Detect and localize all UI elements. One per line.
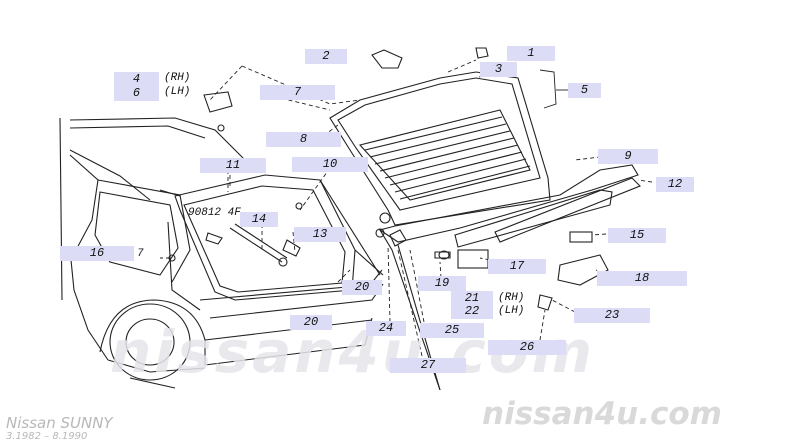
callout-19[interactable]: 19 — [418, 276, 466, 291]
callout-bracket — [539, 69, 568, 109]
side-label-rh-top: (RH) — [164, 72, 191, 84]
part-code-label: 90812 4F — [188, 207, 241, 219]
callout-21[interactable]: 21 — [451, 291, 493, 306]
callout-17[interactable]: 17 — [488, 259, 546, 274]
callout-3[interactable]: 3 — [480, 62, 517, 77]
side-label-lh-bottom: (LH) — [498, 305, 525, 317]
callout-7-small: 7 — [137, 248, 144, 260]
side-label-rh-bottom: (RH) — [498, 292, 525, 304]
callout-5[interactable]: 5 — [568, 83, 601, 98]
callout-15[interactable]: 15 — [608, 228, 666, 243]
callout-25[interactable]: 25 — [420, 323, 484, 338]
callout-23[interactable]: 23 — [574, 308, 650, 323]
model-name: Nissan SUNNY — [6, 414, 113, 432]
callout-24[interactable]: 24 — [366, 321, 406, 336]
callout-6[interactable]: 6 — [114, 86, 159, 101]
callout-1[interactable]: 1 — [507, 46, 555, 61]
callout-11[interactable]: 11 — [200, 158, 266, 173]
garnish-strips — [454, 177, 641, 311]
callout-27[interactable]: 27 — [390, 358, 466, 373]
callout-18[interactable]: 18 — [597, 271, 687, 286]
callout-14[interactable]: 14 — [240, 212, 278, 227]
brand-watermark: nissan4u.com — [482, 396, 722, 432]
car-body — [59, 117, 384, 389]
model-years: 3.1982 – 8.1990 — [6, 431, 88, 442]
callout-26[interactable]: 26 — [488, 340, 566, 355]
callout-20-lower[interactable]: 20 — [290, 315, 332, 330]
callout-7[interactable]: 7 — [260, 85, 335, 100]
small-parts — [168, 47, 489, 391]
callout-22[interactable]: 22 — [451, 304, 493, 319]
callout-16[interactable]: 16 — [60, 246, 134, 261]
callout-12[interactable]: 12 — [656, 177, 694, 192]
callout-4[interactable]: 4 — [114, 72, 159, 87]
callout-2[interactable]: 2 — [305, 49, 347, 64]
side-label-lh-top: (LH) — [164, 86, 191, 98]
callout-8[interactable]: 8 — [266, 132, 341, 147]
callout-20-upper[interactable]: 20 — [342, 280, 382, 295]
back-door-glass — [329, 71, 639, 243]
callout-9[interactable]: 9 — [598, 149, 658, 164]
callout-10[interactable]: 10 — [292, 157, 368, 172]
callout-13[interactable]: 13 — [294, 227, 346, 242]
